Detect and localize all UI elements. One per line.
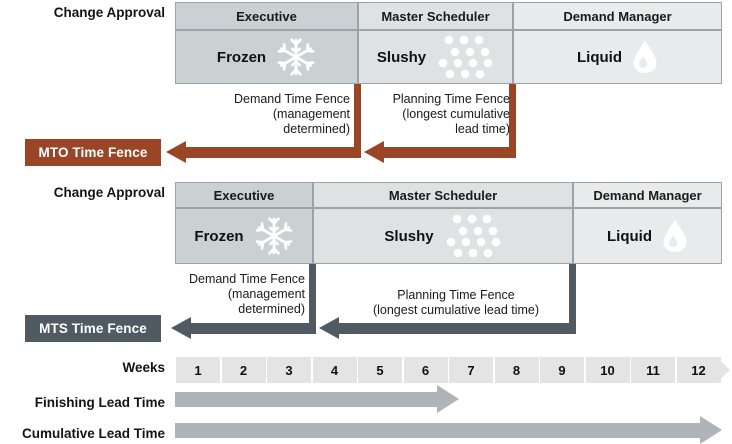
mts-demand-fence-line	[309, 264, 316, 334]
slush-dots-icon	[436, 34, 494, 80]
week-cell-3: 3	[267, 357, 311, 383]
mto-cell-liquid: Liquid	[513, 30, 722, 84]
mto-time-fence-badge: MTO Time Fence	[25, 139, 161, 166]
mts-liquid-label: Liquid	[607, 227, 652, 245]
mts-header-master-scheduler: Master Scheduler	[313, 182, 573, 208]
snowflake-icon	[276, 37, 316, 77]
finishing-lead-time-arrowhead	[437, 385, 459, 413]
week-cell-label: 12	[691, 362, 706, 378]
week-cell-10: 10	[585, 357, 630, 383]
mts-frozen-label: Frozen	[194, 227, 244, 245]
finishing-lead-time-bar	[175, 392, 437, 407]
week-cell-label: 6	[421, 362, 430, 378]
mts-header-demand-manager-label: Demand Manager	[593, 187, 702, 203]
week-cell-label: 11	[646, 362, 660, 378]
week-cell-label: 1	[194, 362, 202, 378]
mts-planning-fence-line	[569, 264, 576, 334]
week-cell-4: 4	[312, 357, 357, 383]
week-cell-2: 2	[221, 357, 266, 383]
mts-header-executive: Executive	[175, 182, 313, 208]
mto-planning-time-fence-caption: Planning Time Fence (longest cumulative …	[392, 92, 510, 136]
mto-frozen-label: Frozen	[216, 48, 267, 66]
mts-header-executive-label: Executive	[213, 187, 275, 203]
mto-planning-fence-arrowhead	[364, 141, 384, 163]
mto-header-master-scheduler: Master Scheduler	[358, 2, 513, 30]
week-cell-7: 7	[449, 357, 493, 383]
weeks-arrowhead	[715, 356, 730, 384]
mto-planning-fence-arrow-bar	[383, 147, 516, 158]
mto-cell-frozen: Frozen	[175, 30, 358, 84]
week-cell-label: 4	[330, 362, 339, 378]
mts-cell-frozen: Frozen	[175, 208, 313, 264]
water-droplet-icon	[662, 219, 688, 253]
mto-header-demand-manager-label: Demand Manager	[563, 8, 672, 24]
water-droplet-icon	[632, 40, 658, 74]
mts-cell-slushy: Slushy	[313, 208, 573, 264]
finishing-lead-time-label: Finishing Lead Time	[34, 395, 165, 410]
week-cell-1: 1	[176, 357, 220, 383]
mts-time-fence-badge: MTS Time Fence	[25, 315, 161, 342]
mts-demand-fence-arrowhead	[171, 317, 191, 339]
mto-header-executive-label: Executive	[236, 8, 297, 24]
slush-dots-icon	[444, 213, 502, 259]
cumulative-lead-time-label: Cumulative Lead Time	[21, 426, 165, 441]
mto-demand-fence-line	[354, 84, 361, 158]
mts-planning-fence-arrow-bar	[338, 323, 576, 334]
week-cell-9: 9	[540, 357, 584, 383]
week-cell-12: 12	[676, 357, 721, 383]
mto-liquid-label: Liquid	[577, 48, 622, 66]
week-cell-label: 10	[600, 362, 615, 378]
weeks-label: Weeks	[122, 360, 165, 375]
week-cell-label: 7	[467, 362, 475, 378]
mto-planning-fence-line	[509, 84, 516, 158]
week-cell-label: 5	[376, 362, 384, 378]
mto-header-executive: Executive	[175, 2, 358, 30]
week-cell-11: 11	[631, 357, 675, 383]
week-cell-8: 8	[494, 357, 539, 383]
mts-header-master-scheduler-label: Master Scheduler	[388, 187, 498, 203]
mto-demand-fence-arrow-bar	[185, 147, 361, 158]
week-cell-6: 6	[403, 357, 448, 383]
mto-demand-time-fence-caption: Demand Time Fence (management determined…	[233, 92, 350, 136]
week-cell-label: 2	[239, 362, 248, 378]
mts-demand-fence-arrow-bar	[190, 323, 316, 334]
cumulative-lead-time-arrowhead	[700, 416, 722, 444]
mto-cell-slushy: Slushy	[358, 30, 513, 84]
mts-change-approval-label: Change Approval	[53, 185, 165, 200]
mts-slushy-label: Slushy	[384, 227, 434, 245]
mts-header-demand-manager: Demand Manager	[573, 182, 722, 208]
cumulative-lead-time-bar	[175, 423, 700, 438]
week-cell-label: 3	[285, 362, 293, 378]
mto-demand-fence-arrowhead	[166, 141, 186, 163]
mto-slushy-label: Slushy	[376, 48, 427, 66]
mts-planning-time-fence-caption: Planning Time Fence (longest cumulative …	[372, 288, 540, 317]
mto-header-demand-manager: Demand Manager	[513, 2, 722, 30]
week-cell-5: 5	[358, 357, 402, 383]
snowflake-icon	[254, 216, 294, 256]
mts-cell-liquid: Liquid	[573, 208, 722, 264]
week-cell-label: 9	[558, 362, 566, 378]
mto-header-master-scheduler-label: Master Scheduler	[381, 8, 490, 24]
mts-demand-time-fence-caption: Demand Time Fence (management determined…	[188, 272, 305, 316]
mto-change-approval-label: Change Approval	[53, 5, 165, 20]
mts-planning-fence-arrowhead	[319, 317, 339, 339]
week-cell-label: 8	[512, 362, 521, 378]
